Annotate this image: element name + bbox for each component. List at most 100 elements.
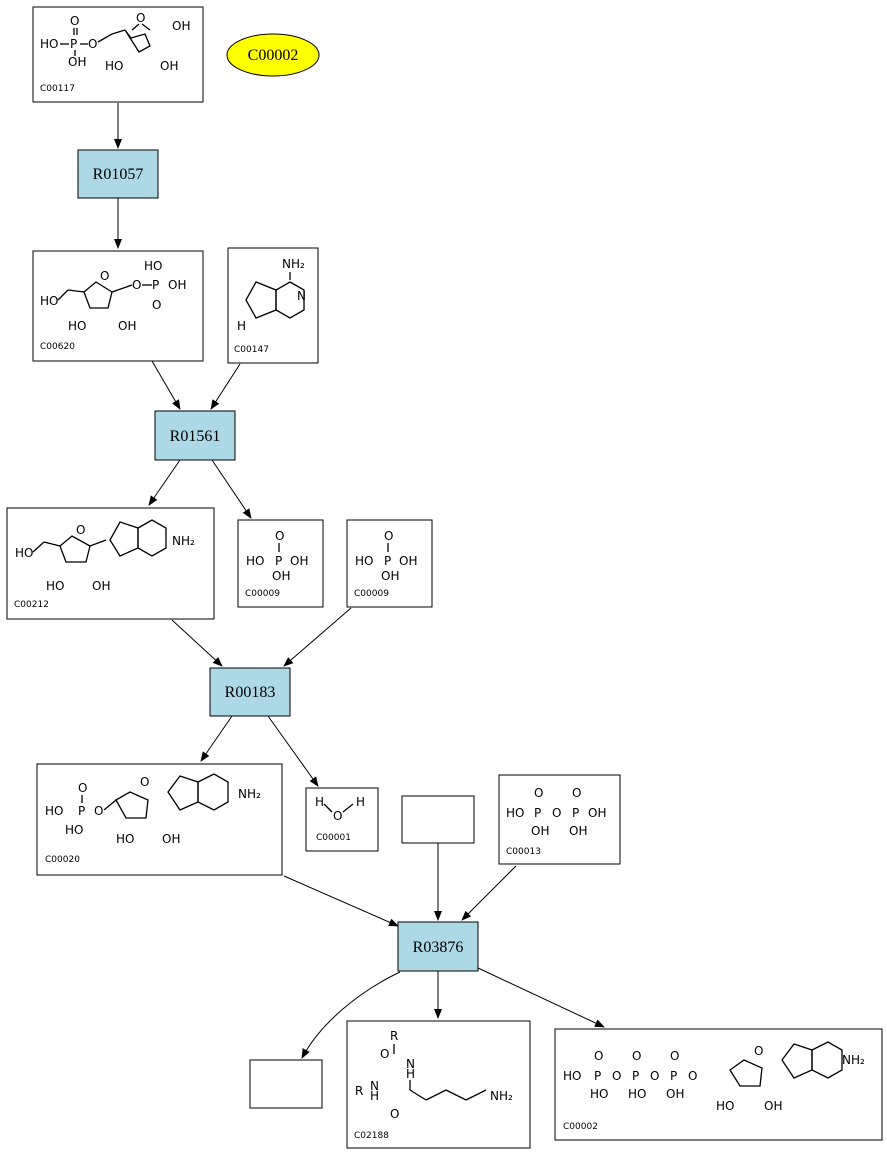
svg-text:P: P <box>152 278 159 292</box>
compound-c00001[interactable]: H O H C00001 <box>305 787 379 852</box>
compound-c00009-a[interactable]: O P HO OH OH C00009 <box>237 519 324 608</box>
svg-text:HO: HO <box>105 59 123 73</box>
svg-text:HO: HO <box>40 294 58 308</box>
svg-text:O: O <box>152 298 161 312</box>
svg-text:OH: OH <box>172 19 190 33</box>
svg-text:P: P <box>70 37 77 51</box>
edge-c00009b-r00183 <box>283 607 352 667</box>
edge-r00183-c00020 <box>200 715 233 762</box>
compound-c00009-b[interactable]: O P HO OH OH C00009 <box>346 519 433 608</box>
svg-text:O: O <box>333 809 342 823</box>
reaction-r01561[interactable]: R01561 <box>154 410 236 461</box>
svg-text:P: P <box>572 806 579 820</box>
compound-box <box>346 1020 531 1149</box>
structure-drawing: HO O HO OH O P HO OH O <box>40 259 186 333</box>
structure-drawing: O P HO OH OH <box>246 529 308 583</box>
compound-c00212[interactable]: HO O HO OH NH₂ C00212 <box>6 507 215 620</box>
structure-drawing: NH₂ H N <box>237 257 306 333</box>
svg-text:HO: HO <box>506 806 524 820</box>
svg-text:H: H <box>406 1067 415 1081</box>
svg-text:O: O <box>140 775 149 789</box>
svg-text:OH: OH <box>531 824 549 838</box>
svg-text:P: P <box>384 554 391 568</box>
structure-drawing: HO P O OH O O HO OH OH <box>40 11 190 73</box>
svg-text:HO: HO <box>246 554 264 568</box>
svg-text:O: O <box>688 1069 697 1083</box>
edge-r03876-empty <box>301 971 401 1059</box>
svg-text:HO: HO <box>68 319 86 333</box>
svg-text:HO: HO <box>563 1069 581 1083</box>
svg-text:N: N <box>406 1057 415 1071</box>
highlighted-compound-node[interactable]: C00002 <box>226 33 320 77</box>
svg-text:O: O <box>70 14 79 28</box>
compound-label: C00009 <box>245 589 280 599</box>
svg-text:N: N <box>297 289 306 303</box>
svg-text:OH: OH <box>162 832 180 846</box>
structure-drawing: O O HO P O P OH OH OH <box>506 786 606 838</box>
compound-label: C02188 <box>354 1131 389 1141</box>
svg-text:HO: HO <box>628 1087 646 1101</box>
edge-c00620-r01561 <box>151 360 181 410</box>
svg-text:OH: OH <box>118 319 136 333</box>
svg-text:HO: HO <box>15 546 33 560</box>
compound-c02188[interactable]: R O N H R N H O NH₂ C02188 <box>346 1020 531 1149</box>
svg-text:OH: OH <box>569 824 587 838</box>
compound-empty-top[interactable] <box>401 795 475 844</box>
svg-text:OH: OH <box>764 1099 782 1113</box>
svg-text:O: O <box>78 781 87 795</box>
edge-r00183-c00001 <box>267 715 319 787</box>
compound-box <box>36 763 283 876</box>
svg-text:R: R <box>355 1084 363 1098</box>
svg-text:P: P <box>534 806 541 820</box>
edges <box>114 103 605 1059</box>
svg-text:HO: HO <box>46 579 64 593</box>
svg-text:OH: OH <box>168 278 186 292</box>
svg-text:O: O <box>275 529 284 543</box>
reaction-box <box>154 410 236 461</box>
compound-c00002[interactable]: O O O HO P O P O P O HO HO OH O HO OH NH… <box>554 1028 883 1141</box>
svg-text:O: O <box>384 529 393 543</box>
svg-text:P: P <box>275 554 282 568</box>
compound-box <box>237 519 324 608</box>
svg-text:HO: HO <box>116 832 134 846</box>
reaction-r01057[interactable]: R01057 <box>77 149 159 199</box>
svg-text:O: O <box>390 1107 399 1121</box>
svg-text:OH: OH <box>588 806 606 820</box>
edge-c00212-r00183 <box>171 619 223 667</box>
svg-text:O: O <box>94 804 103 818</box>
svg-text:H: H <box>237 319 246 333</box>
compound-c00117[interactable]: HO P O OH O O HO OH OH C00117 <box>32 6 204 103</box>
compound-box <box>227 247 319 364</box>
svg-text:OH: OH <box>160 59 178 73</box>
edge-r03876-c00002 <box>477 967 605 1028</box>
edge-c00147-r01561 <box>210 363 241 410</box>
reaction-box <box>77 149 159 199</box>
compound-c00020[interactable]: O HO P O HO O HO OH NH₂ C00020 <box>36 763 283 876</box>
compound-c00147[interactable]: NH₂ H N C00147 <box>227 247 319 364</box>
svg-text:O: O <box>380 1047 389 1061</box>
compound-box <box>554 1028 883 1141</box>
svg-text:O: O <box>754 1044 763 1058</box>
svg-text:OH: OH <box>68 55 86 69</box>
svg-text:O: O <box>76 523 85 537</box>
compound-label: C00212 <box>14 600 49 610</box>
svg-text:OH: OH <box>272 569 290 583</box>
svg-text:O: O <box>88 37 97 51</box>
compound-box <box>6 507 215 620</box>
compound-empty-bottom[interactable] <box>249 1059 323 1109</box>
svg-text:O: O <box>136 11 145 25</box>
svg-text:NH₂: NH₂ <box>282 257 305 271</box>
highlight-label: C00002 <box>248 47 299 64</box>
compound-box <box>498 774 621 865</box>
svg-text:HO: HO <box>716 1099 734 1113</box>
structure-drawing: O P HO OH OH <box>355 529 417 583</box>
compound-label: C00001 <box>316 833 351 843</box>
compound-c00013[interactable]: O O HO P O P OH OH OH C00013 <box>498 774 621 865</box>
svg-text:OH: OH <box>666 1087 684 1101</box>
svg-text:HO: HO <box>144 259 162 273</box>
reaction-r03876[interactable]: R03876 <box>397 921 479 972</box>
reaction-r00183[interactable]: R00183 <box>209 667 291 717</box>
structure-drawing: H O H <box>315 795 365 823</box>
compound-label: C00002 <box>563 1122 598 1132</box>
compound-c00620[interactable]: HO O HO OH O P HO OH O C00620 <box>32 250 204 362</box>
